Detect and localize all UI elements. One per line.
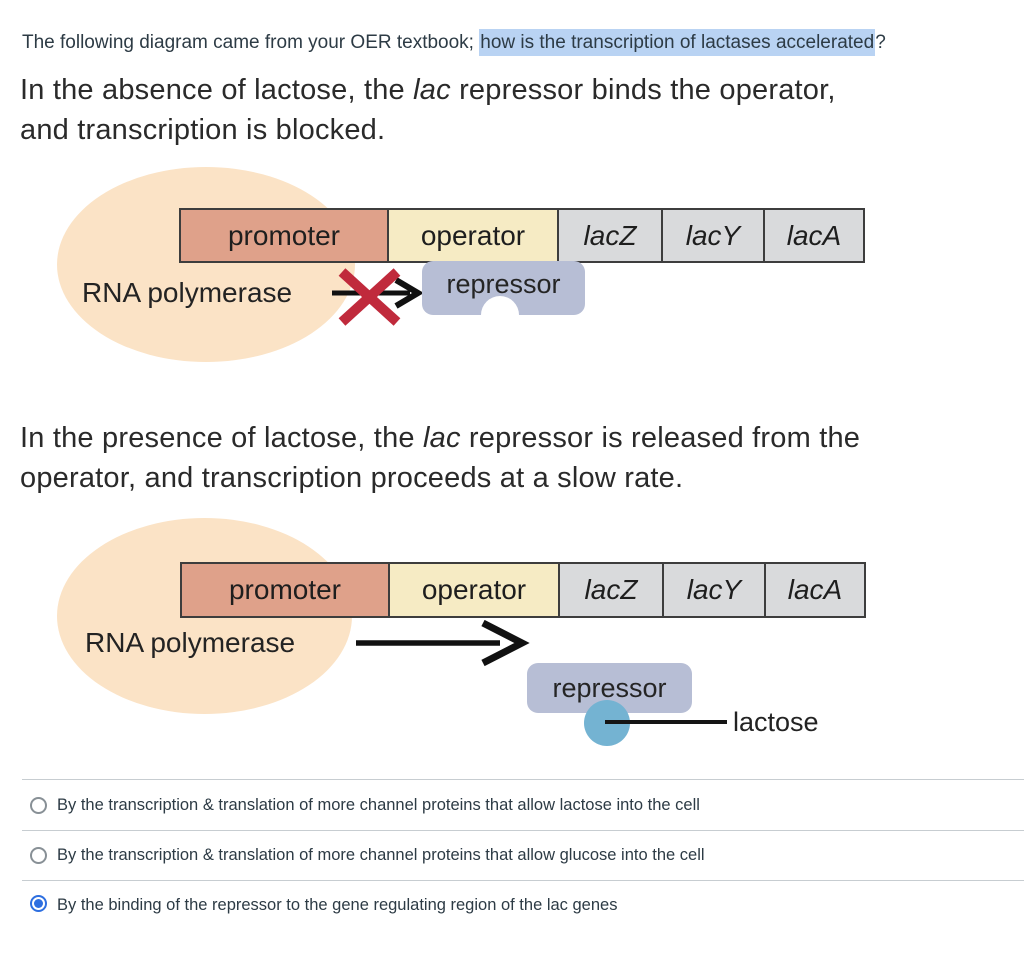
rna-polymerase-label: RNA polymerase	[85, 627, 296, 658]
lactose-label: lactose	[733, 707, 819, 737]
transcription-arrow-icon	[356, 620, 530, 667]
gene-box-operator: operator	[388, 562, 560, 618]
gene-row: promoter operator lacZ lacY lacA	[179, 208, 865, 263]
rna-polymerase-ellipse	[57, 167, 355, 362]
blocked-arrow-x-icon	[332, 268, 424, 326]
option-row-glucose-channels[interactable]: By the transcription & translation of mo…	[22, 830, 1024, 880]
radio-button[interactable]	[30, 895, 47, 912]
gene-box-laca: lacA	[763, 208, 865, 263]
absence-heading-pre: In the absence of lactose, the	[20, 74, 414, 106]
gene-box-laca: lacA	[764, 562, 866, 618]
question-highlighted-text: how is the transcription of lactases acc…	[479, 29, 876, 56]
repressor-label: repressor	[552, 672, 667, 703]
rna-polymerase-label: RNA polymerase	[82, 277, 293, 308]
gene-row: promoter operator lacZ lacY lacA	[180, 562, 866, 618]
question-prefix: The following diagram came from your OER…	[22, 32, 480, 53]
radio-button[interactable]	[30, 796, 47, 814]
absence-heading-post: repressor binds the operator, and transc…	[20, 74, 836, 146]
presence-heading-lac-italic: lac	[422, 422, 461, 454]
repressor-label: repressor	[446, 268, 561, 299]
question-text: The following diagram came from your OER…	[22, 29, 886, 56]
absence-heading: In the absence of lactose, the lac repre…	[20, 70, 850, 150]
presence-heading-post: repressor is released from the operator,…	[20, 422, 861, 494]
gene-box-lacy: lacY	[661, 208, 765, 263]
lactose-pointer-line	[605, 720, 727, 724]
absence-heading-lac-italic: lac	[413, 74, 451, 106]
presence-heading: In the presence of lactose, the lac repr…	[20, 418, 955, 498]
gene-box-operator: operator	[387, 208, 559, 263]
answer-options: By the transcription & translation of mo…	[0, 779, 1024, 953]
option-label: By the binding of the repressor to the g…	[57, 896, 618, 914]
gene-box-lacz: lacZ	[557, 208, 663, 263]
option-label: By the transcription & translation of mo…	[57, 846, 705, 864]
gene-box-lacy: lacY	[662, 562, 766, 618]
option-label: By the transcription & translation of mo…	[57, 795, 700, 814]
presence-heading-pre: In the presence of lactose, the	[20, 422, 423, 454]
repressor-shape: repressor	[527, 663, 692, 713]
radio-button[interactable]	[30, 847, 47, 864]
repressor-notch	[481, 296, 519, 334]
gene-box-promoter: promoter	[179, 208, 389, 263]
gene-box-lacz: lacZ	[558, 562, 664, 618]
gene-box-promoter: promoter	[180, 562, 390, 618]
option-row-lactose-channels[interactable]: By the transcription & translation of mo…	[22, 779, 1024, 830]
option-row-repressor-binding[interactable]: By the binding of the repressor to the g…	[22, 880, 1024, 953]
question-suffix: ?	[875, 32, 886, 53]
